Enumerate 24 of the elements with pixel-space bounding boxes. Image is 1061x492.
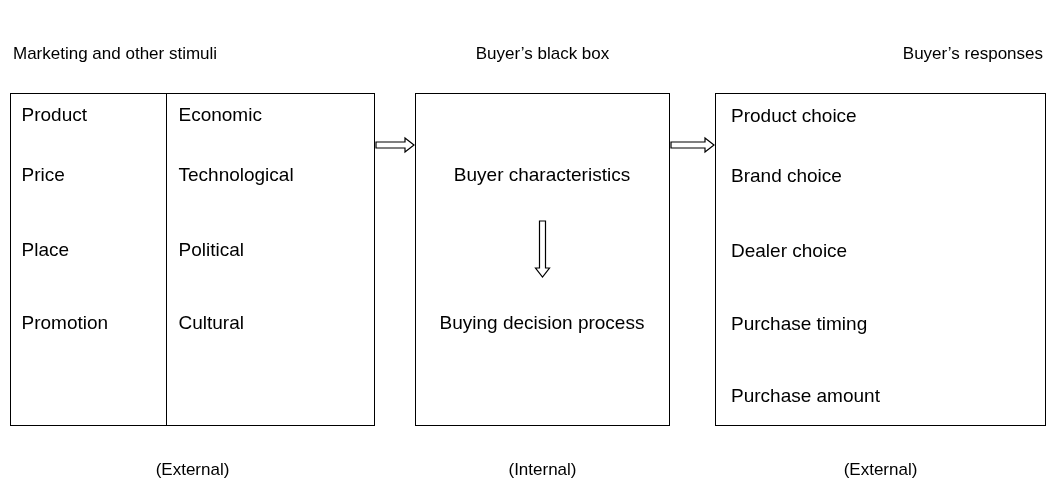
list-item: Technological bbox=[178, 163, 294, 186]
panel-caption: (Internal) bbox=[507, 460, 578, 480]
panel-caption: (External) bbox=[842, 460, 919, 480]
hollow-arrow bbox=[534, 220, 551, 278]
panel-heading: Buyer’s responses bbox=[902, 44, 1043, 64]
list-item: Dealer choice bbox=[731, 240, 848, 262]
text-label: Buying decision process bbox=[414, 277, 670, 368]
list-item: Economic bbox=[178, 103, 262, 126]
panel-heading: Marketing and other stimuli bbox=[13, 44, 218, 64]
list-item: Price bbox=[21, 163, 65, 186]
hollow-arrow bbox=[670, 136, 715, 154]
list-item: Product bbox=[21, 103, 87, 126]
list-item: Product choice bbox=[731, 105, 857, 127]
list-item: Political bbox=[178, 238, 244, 261]
list-item: Purchase amount bbox=[731, 385, 880, 407]
list-item: Place bbox=[21, 238, 70, 261]
list-item: Purchase timing bbox=[731, 313, 868, 335]
list-item: Brand choice bbox=[731, 165, 842, 187]
list-item: Cultural bbox=[178, 311, 244, 334]
panel-caption: (External) bbox=[154, 460, 231, 480]
hollow-arrow bbox=[375, 136, 415, 154]
panel-heading: Buyer’s black box bbox=[474, 44, 611, 64]
text-label: Buyer characteristics bbox=[414, 129, 670, 220]
list-item: Promotion bbox=[21, 311, 109, 334]
